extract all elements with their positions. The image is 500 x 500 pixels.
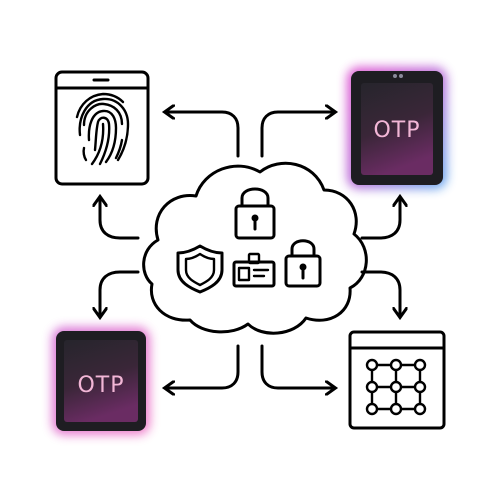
otp-label: OTP	[77, 373, 124, 398]
padlock-icon	[284, 239, 322, 288]
fingerprint-icon	[75, 92, 130, 166]
arrow-up-left	[100, 198, 140, 240]
grid-node	[365, 358, 427, 416]
connector-arrows	[100, 112, 400, 388]
arrow-to-otp-top	[260, 112, 334, 158]
arrow-down-right	[360, 270, 400, 316]
pattern-grid-window-icon	[348, 330, 446, 430]
arrow-to-otp-bottom	[166, 344, 240, 388]
arrow-to-fingerprint	[166, 112, 240, 158]
arrow-up-right	[360, 198, 400, 240]
shield-icon	[176, 244, 224, 294]
cloud-security-icon	[142, 161, 368, 335]
otp-label: OTP	[373, 118, 420, 143]
arrow-to-grid	[260, 344, 334, 388]
id-badge-icon	[232, 252, 276, 288]
arrow-down-left	[100, 270, 140, 316]
fingerprint-tablet-icon	[54, 70, 150, 186]
otp-device-top-right: OTP	[347, 67, 447, 189]
padlock-icon	[234, 187, 276, 240]
otp-device-bottom-left: OTP	[52, 327, 150, 435]
